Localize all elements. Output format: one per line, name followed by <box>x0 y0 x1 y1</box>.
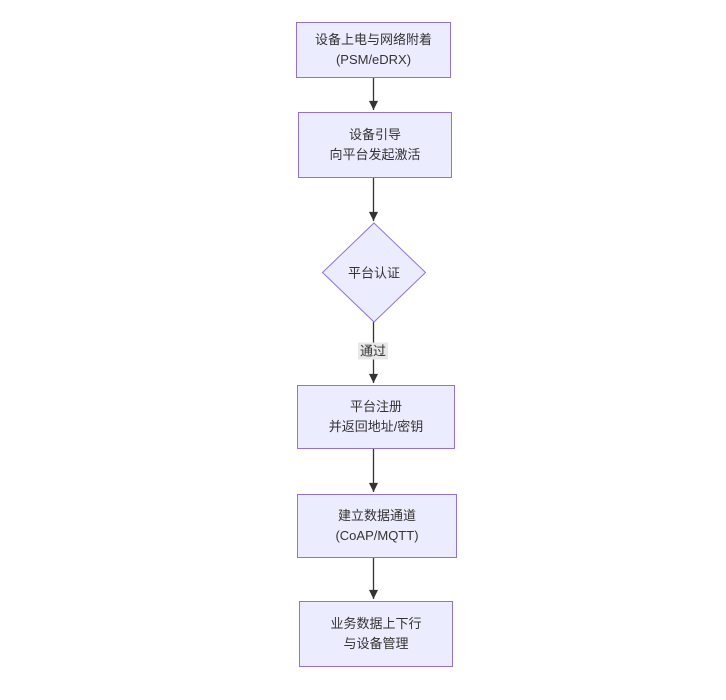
node-text-line: 与设备管理 <box>343 636 409 651</box>
node-platform-auth-label: 平台认证 <box>347 265 401 281</box>
node-text-line: 建立数据通道 <box>337 508 416 523</box>
edge-label-pass: 通过 <box>357 342 389 360</box>
node-data-channel: 建立数据通道 (CoAP/MQTT) <box>297 494 457 558</box>
node-text-line: 平台注册 <box>349 399 402 414</box>
decision-diamond-shape <box>321 222 427 323</box>
node-text-line: 设备引导 <box>348 127 401 142</box>
node-text-line: 业务数据上下行 <box>330 616 422 631</box>
node-power-attach: 设备上电与网络附着 (PSM/eDRX) <box>296 22 451 78</box>
node-text-line: 向平台发起激活 <box>329 147 421 162</box>
node-register: 平台注册 并返回地址/密钥 <box>297 385 455 449</box>
node-bootstrap: 设备引导 向平台发起激活 <box>298 112 452 178</box>
node-text-line: 并返回地址/密钥 <box>328 419 424 434</box>
node-business: 业务数据上下行 与设备管理 <box>299 601 453 667</box>
node-text-line: 设备上电与网络附着 <box>314 32 432 47</box>
node-text-line: (CoAP/MQTT) <box>335 528 419 543</box>
node-text-line: (PSM/eDRX) <box>335 52 412 67</box>
